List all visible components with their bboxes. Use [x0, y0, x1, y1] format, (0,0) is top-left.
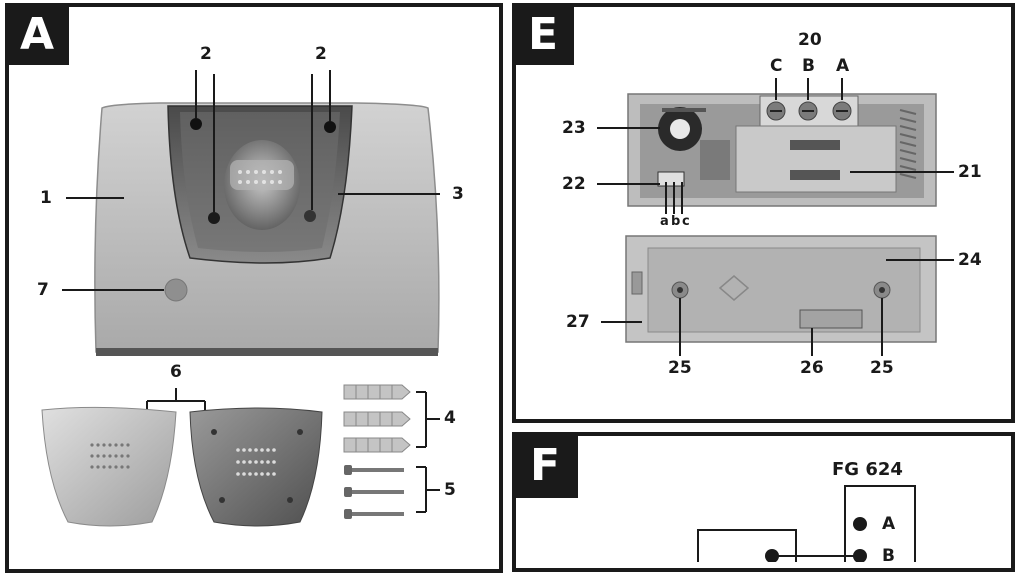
label-switch-a: a	[660, 214, 669, 229]
external-box	[697, 529, 797, 562]
label-screw-holes-left: 2	[200, 44, 212, 64]
housing-base-shadow	[96, 348, 438, 356]
screw-hole-top-left	[190, 118, 202, 130]
screws	[344, 465, 404, 519]
label-dial: 23	[562, 118, 586, 138]
terminal-a-dot	[853, 517, 867, 531]
dip-switch	[657, 171, 685, 187]
label-screw-left: 25	[668, 358, 692, 378]
label-housing-edge: 27	[566, 312, 590, 332]
led-indicator	[164, 278, 188, 302]
label-board: 21	[958, 162, 982, 182]
fg624-box	[844, 485, 916, 562]
panel-a-illustration	[41, 70, 440, 527]
label-lens-cover: 3	[452, 184, 464, 204]
screw-hole-bottom-left	[208, 212, 220, 224]
label-cover: 24	[958, 250, 982, 270]
label-switch-c: c	[682, 214, 690, 229]
label-terminal-c: C	[770, 56, 783, 76]
label-screw-right: 25	[870, 358, 894, 378]
label-terminal-a: A	[836, 56, 850, 76]
screw-hole-bottom-right	[304, 210, 316, 222]
cover-slot	[799, 309, 863, 329]
panel-a-tab: A	[5, 3, 69, 65]
panel-e	[512, 3, 1015, 423]
label-slot: 26	[800, 358, 824, 378]
label-screw-holes-right: 2	[315, 44, 327, 64]
label-device: FG 624	[832, 459, 903, 480]
label-covers: 6	[170, 362, 182, 382]
dowels	[343, 384, 411, 453]
screw-hole-top-right	[324, 121, 336, 133]
label-housing: 1	[40, 188, 52, 208]
cover-dark-grille	[236, 448, 276, 476]
circuit-board	[735, 125, 897, 193]
label-terminal-group: 20	[798, 30, 822, 50]
cover-dark	[189, 407, 323, 527]
panel-e-tab: E	[512, 3, 574, 65]
label-terminal-b-f: B	[882, 546, 895, 566]
label-dowels: 4	[444, 408, 456, 428]
label-terminal-a-f: A	[882, 514, 896, 534]
label-terminal-b: B	[802, 56, 815, 76]
cover-light-grille	[90, 443, 130, 469]
label-dip-switch: 22	[562, 174, 586, 194]
label-switch-b: b	[671, 214, 681, 229]
panel-f-tab: F	[512, 432, 578, 498]
label-screws: 5	[444, 480, 456, 500]
label-led: 7	[37, 280, 49, 300]
